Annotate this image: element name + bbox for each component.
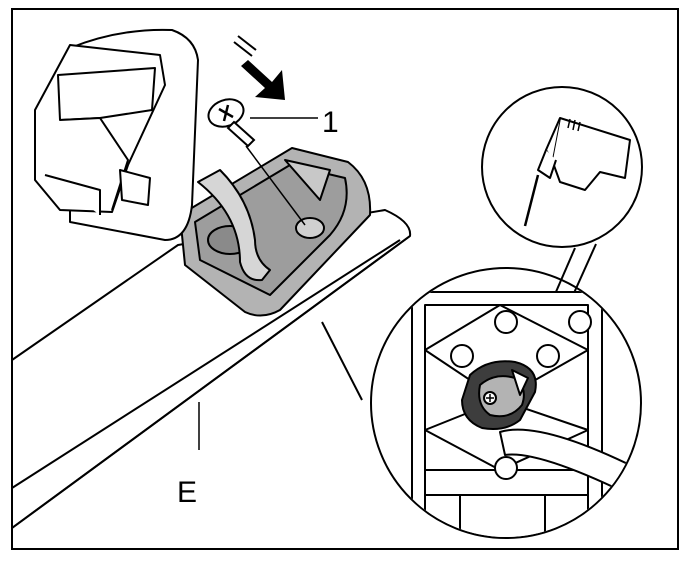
down-arrow-icon <box>233 35 285 100</box>
drill-icon <box>523 117 631 227</box>
callout-label-screw: 1 <box>322 106 339 139</box>
drill-detail-circle <box>481 86 643 248</box>
bracket-detail-circle <box>321 243 642 539</box>
screw <box>207 98 256 148</box>
screw-path-line <box>245 145 306 226</box>
callout-label-base-plate: E <box>177 476 198 509</box>
motor-housing <box>34 28 199 241</box>
base-plate <box>11 209 412 529</box>
mounting-bracket <box>179 147 372 317</box>
